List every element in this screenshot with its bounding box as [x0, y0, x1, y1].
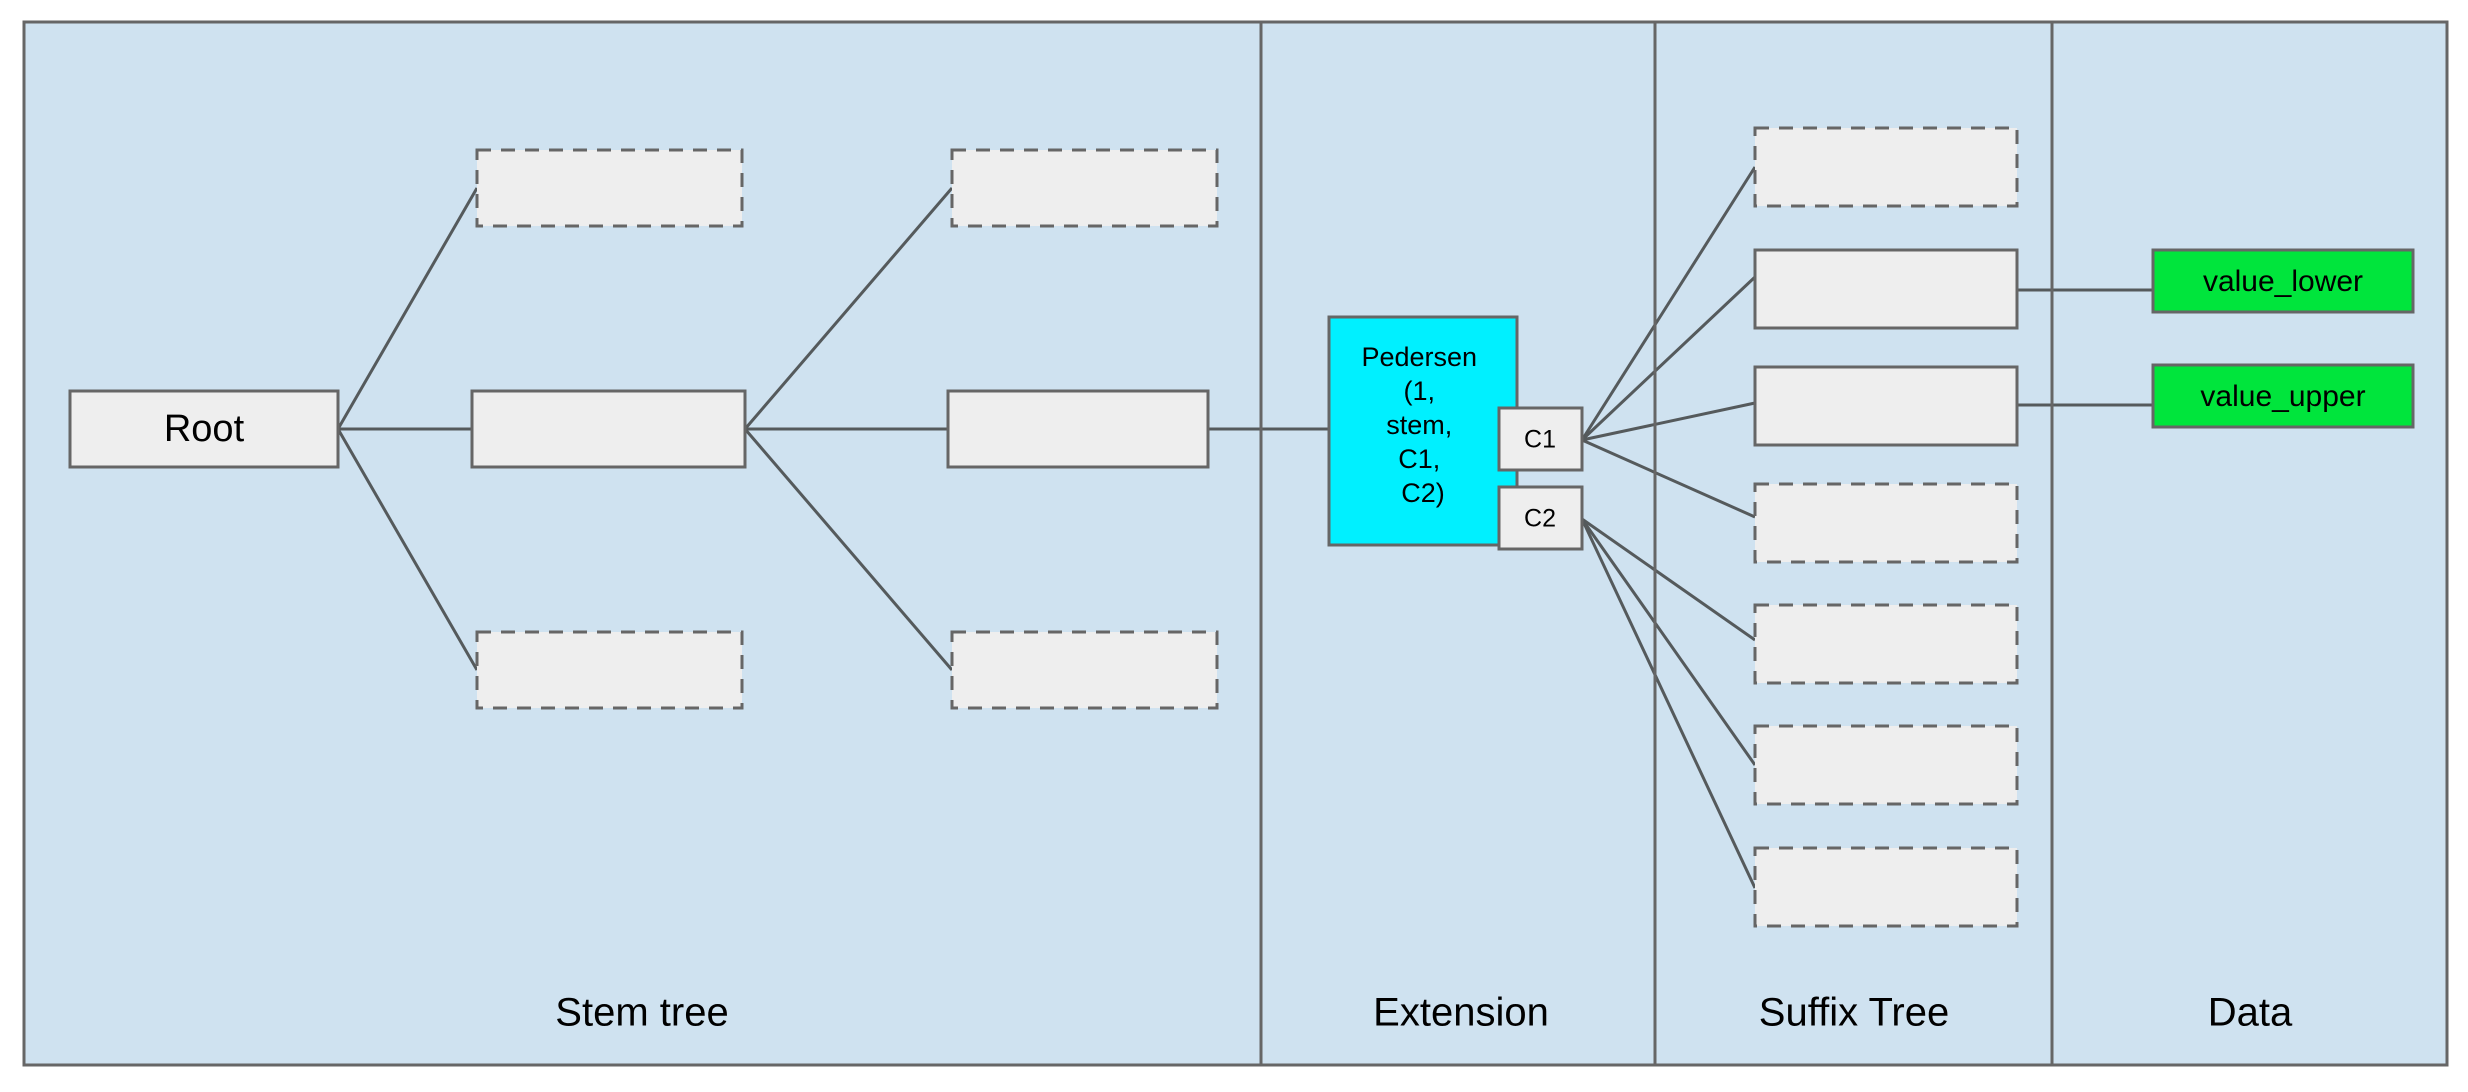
node-value-lower-label: value_lower	[2203, 265, 2363, 298]
pedersen-line-0: Pedersen	[1361, 342, 1477, 372]
section-labels: Stem tree Extension Suffix Tree Data	[555, 991, 2293, 1035]
node-suffix-1[interactable]	[1753, 126, 2019, 208]
edge-c2-to-suffix-7	[1580, 518, 1757, 889]
node-c1-box[interactable]	[1497, 406, 1584, 472]
stem-tree-nodes: Root	[68, 148, 1219, 710]
node-stem-l2-mid[interactable]	[946, 389, 1210, 469]
section-panels	[22, 20, 2449, 1067]
pedersen-line-1: (1,	[1403, 376, 1435, 406]
edge-mid-to-bottom2	[743, 428, 954, 671]
edge-c2-to-suffix-6	[1580, 518, 1757, 766]
node-c1[interactable]: C1	[1497, 406, 1584, 472]
suffix-tree-nodes	[1753, 126, 2019, 928]
extension-nodes: Pedersen (1, stem, C1, C2) C1 C2	[1327, 315, 1584, 551]
node-suffix-7[interactable]	[1753, 846, 2019, 928]
node-suffix-3[interactable]	[1753, 365, 2019, 447]
edges-data	[2017, 288, 2153, 407]
node-c2-box[interactable]	[1497, 485, 1584, 551]
node-root[interactable]: Root	[68, 389, 340, 469]
section-label-data: Data	[2208, 991, 2293, 1035]
edges-c1	[1580, 166, 1757, 519]
edge-root-to-bottom	[336, 428, 479, 671]
node-stem-l1-top[interactable]	[475, 148, 744, 228]
node-pedersen-commitment[interactable]	[1327, 315, 1519, 547]
node-stem-l2-top[interactable]	[950, 148, 1219, 228]
edge-c1-to-suffix-4	[1581, 438, 1756, 519]
edge-c2-to-suffix-5	[1581, 517, 1756, 642]
node-stem-l2-bottom[interactable]	[950, 630, 1219, 710]
node-stem-l1-mid[interactable]	[470, 389, 747, 469]
section-label-extension: Extension	[1373, 991, 1549, 1035]
node-suffix-2[interactable]	[1753, 248, 2019, 330]
edges-stem-tree	[336, 187, 1329, 671]
edge-c1-to-suffix-2	[1580, 275, 1757, 442]
edge-c1-to-suffix-1	[1580, 166, 1757, 441]
node-value-upper-label: value_upper	[2200, 380, 2365, 413]
data-nodes: value_lower value_upper	[2151, 248, 2415, 429]
node-c2[interactable]: C2	[1497, 485, 1584, 551]
edge-root-to-top	[336, 187, 479, 430]
node-c1-label: C1	[1524, 426, 1556, 454]
node-value-upper-box[interactable]	[2151, 363, 2415, 429]
pedersen-line-3: C1,	[1398, 444, 1440, 474]
node-suffix-4[interactable]	[1753, 482, 2019, 564]
section-label-stem-tree: Stem tree	[555, 991, 728, 1035]
node-pedersen-label: Pedersen (1, stem, C1, C2)	[1361, 342, 1484, 508]
edge-c1-to-suffix-3	[1581, 401, 1756, 442]
node-value-upper[interactable]: value_upper	[2151, 363, 2415, 429]
node-suffix-5[interactable]	[1753, 603, 2019, 685]
edge-mid-to-top2	[743, 187, 954, 430]
node-value-lower[interactable]: value_lower	[2151, 248, 2415, 314]
node-root-label: Root	[164, 408, 245, 450]
node-root-box[interactable]	[68, 389, 340, 469]
section-label-suffix-tree: Suffix Tree	[1759, 991, 1949, 1035]
node-value-lower-box[interactable]	[2151, 248, 2415, 314]
edges-c2	[1580, 517, 1757, 889]
node-c2-label: C2	[1524, 505, 1556, 533]
section-dividers	[1259, 22, 2054, 1065]
node-stem-l1-bottom[interactable]	[475, 630, 744, 710]
node-suffix-6[interactable]	[1753, 724, 2019, 806]
pedersen-line-4: C2)	[1401, 478, 1445, 508]
pedersen-line-2: stem,	[1386, 410, 1452, 440]
panel-data	[2050, 20, 2449, 1067]
